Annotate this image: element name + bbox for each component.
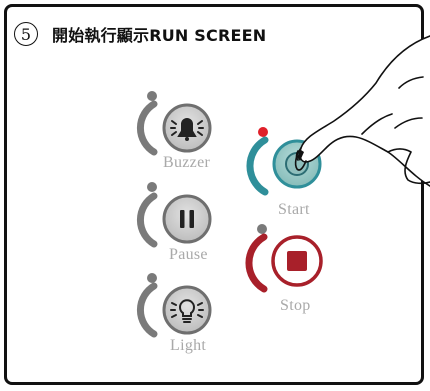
light-button[interactable] <box>162 285 212 335</box>
pause-button[interactable] <box>162 194 212 244</box>
stop-control[interactable] <box>245 224 323 293</box>
fingernail <box>297 150 304 161</box>
buzzer-indicator-dot <box>147 91 157 101</box>
stop-label: Stop <box>280 297 311 314</box>
light-bulb-icon <box>170 299 204 323</box>
pause-label: Pause <box>169 246 208 263</box>
start-label: Start <box>278 201 310 218</box>
stop-indicator-dot <box>257 224 267 234</box>
pause-indicator-dot <box>147 182 157 192</box>
light-arc <box>136 282 158 338</box>
light-label: Light <box>170 337 207 354</box>
buzzer-label: Buzzer <box>163 154 211 171</box>
page-title: 開始執行顯示RUN SCREEN <box>52 26 267 45</box>
stop-arc <box>245 233 268 293</box>
pause-control[interactable] <box>136 182 212 248</box>
stop-icon <box>287 251 307 271</box>
step-number: 5 <box>14 22 38 46</box>
buzzer-arc <box>136 100 158 156</box>
pause-arc <box>136 192 158 248</box>
pause-icon <box>180 210 194 228</box>
bell-icon <box>170 118 204 141</box>
start-arc <box>246 136 269 196</box>
light-indicator-dot <box>147 273 157 283</box>
header: 5 開始執行顯示RUN SCREEN <box>14 20 266 48</box>
start-indicator-dot <box>258 127 268 137</box>
screen-frame <box>4 4 424 385</box>
light-control[interactable] <box>136 273 212 338</box>
pointing-hand-illustration <box>294 35 430 187</box>
buzzer-control[interactable] <box>136 91 212 156</box>
